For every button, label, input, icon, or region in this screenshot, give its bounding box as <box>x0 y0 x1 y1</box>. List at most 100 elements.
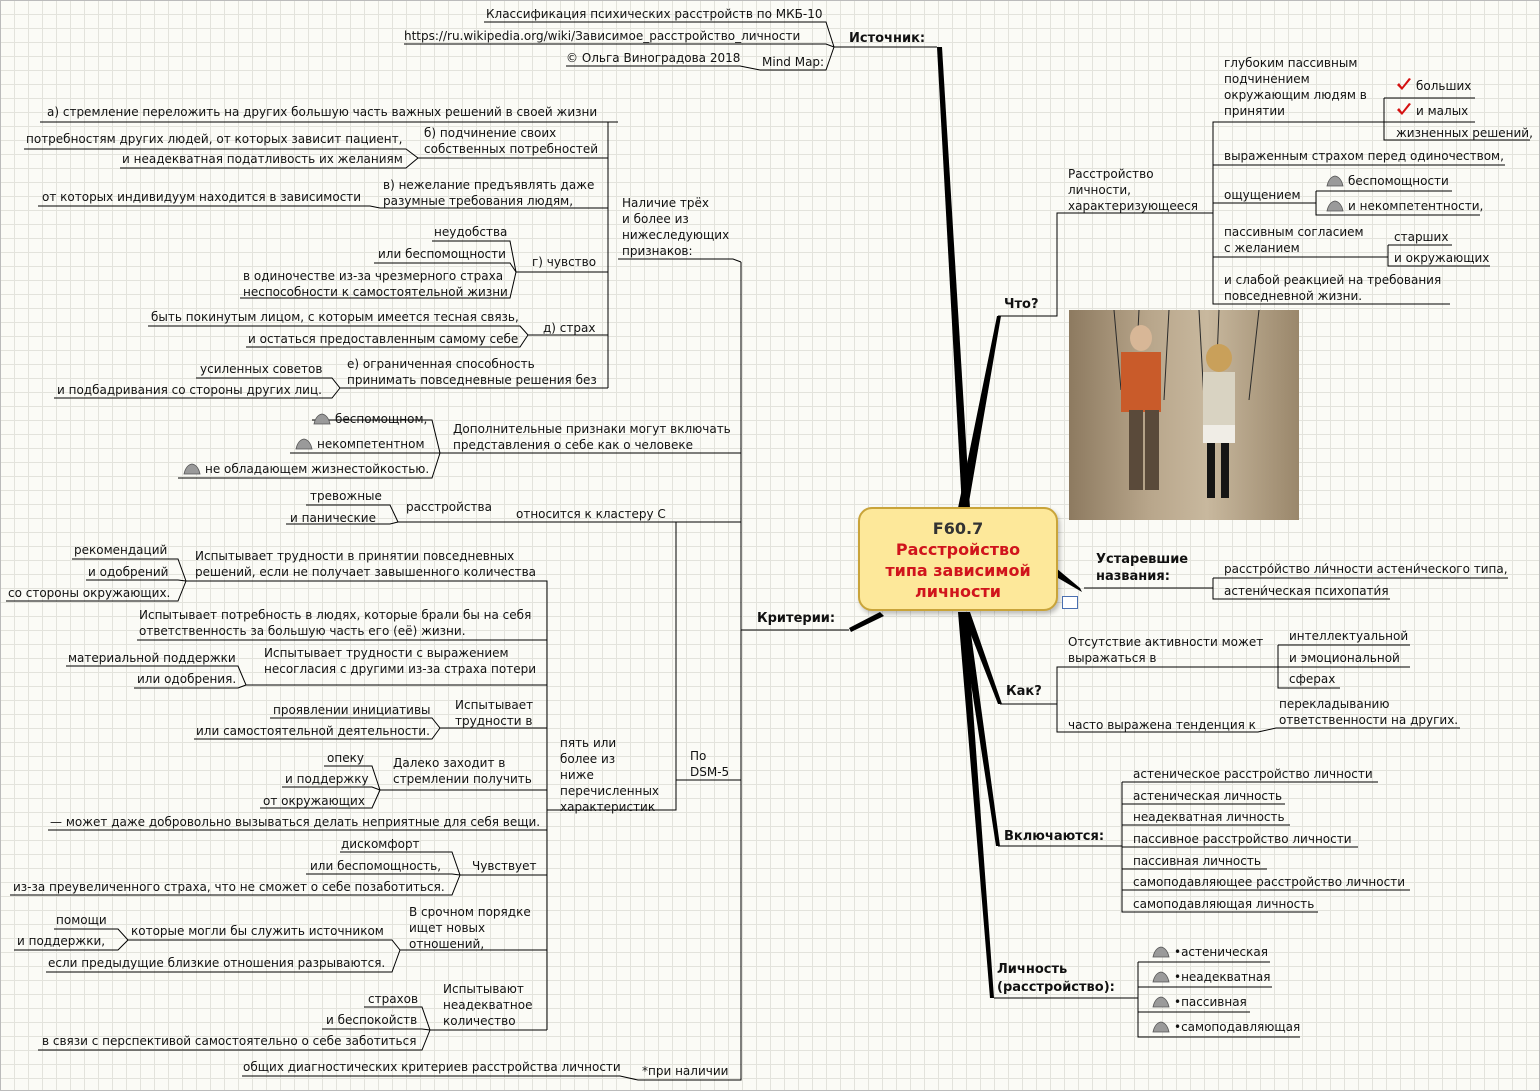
central-topic[interactable]: F60.7 Расстройство типа зависимой личнос… <box>858 507 1058 611</box>
source-item-author[interactable]: © Ольга Виноградова 2018 <box>566 51 741 65</box>
criteria-c6-sub1[interactable]: дискомфорт <box>341 837 420 851</box>
what-def-line1[interactable]: Расстройство <box>1068 167 1154 181</box>
criteria-c7-line3[interactable]: отношений, <box>409 937 485 951</box>
criteria-c5-line2[interactable]: стремлении получить <box>393 772 532 786</box>
criteria-five-line2[interactable]: более из <box>560 752 616 766</box>
criteria-c2-line2[interactable]: ответственность за большую часть его (её… <box>139 624 466 638</box>
what-sub1-line1[interactable]: глубоким пассивным <box>1224 56 1358 70</box>
criteria-c8-line3[interactable]: количество <box>443 1014 516 1028</box>
includes-item-6[interactable]: самоподавляющее расстройство личности <box>1133 875 1405 889</box>
criteria-c1-sub3[interactable]: со стороны окружающих. <box>8 586 171 600</box>
what-feeling[interactable]: ощущением <box>1224 188 1301 202</box>
criteria-c3-line2[interactable]: несогласия с другими из-за страха потери <box>264 662 536 676</box>
includes-item-5[interactable]: пассивная личность <box>1133 854 1261 868</box>
obsolete-item-2[interactable]: астени́ческая психопати́я <box>1224 584 1389 598</box>
what-def-line3[interactable]: характеризующееся <box>1068 199 1198 213</box>
criteria-c8-line2[interactable]: неадекватное <box>443 998 533 1012</box>
what-life[interactable]: жизненных решений, <box>1396 126 1533 140</box>
what-weak-line2[interactable]: повседневной жизни. <box>1224 289 1363 303</box>
criteria-c4-line2[interactable]: трудности в <box>455 714 533 728</box>
criteria-c8-line1[interactable]: Испытывают <box>443 982 524 996</box>
criteria-b-line1[interactable]: б) подчинение своих <box>424 126 557 140</box>
criteria-d[interactable]: д) страх <box>543 321 596 335</box>
criteria-v-sub[interactable]: от которых индивидуум находится в зависи… <box>42 190 362 204</box>
criteria-five-line3[interactable]: ниже <box>560 768 594 782</box>
criteria-three-line2[interactable]: и более из <box>622 212 689 226</box>
criteria-disorders[interactable]: расстройства <box>406 500 492 514</box>
criteria-cluster[interactable]: относится к кластеру С <box>516 507 666 521</box>
criteria-c3-line1[interactable]: Испытывает трудности с выражением <box>264 646 509 660</box>
criteria-c7-mid[interactable]: которые могли бы служить источником <box>131 924 384 938</box>
criteria-c6-sub3[interactable]: из-за преувеличенного страха, что не смо… <box>13 880 445 894</box>
criteria-v-line1[interactable]: в) нежелание предъявлять даже <box>383 178 595 192</box>
what-big[interactable]: больших <box>1396 78 1471 96</box>
criteria-five-line5[interactable]: характеристик <box>560 800 656 814</box>
criteria-c3-sub2[interactable]: или одобрения. <box>137 672 237 686</box>
link-icon[interactable] <box>1062 596 1078 609</box>
criteria-panic[interactable]: и панические <box>290 511 376 525</box>
criteria-c4-sub2[interactable]: или самостоятельной деятельности. <box>196 724 430 738</box>
criteria-c7-sub1[interactable]: помощи <box>56 913 107 927</box>
source-label[interactable]: Источник: <box>849 31 926 46</box>
what-agree-line1[interactable]: пассивным согласием <box>1224 225 1364 239</box>
how-lack-line1[interactable]: Отсутствие активности может <box>1068 635 1264 649</box>
criteria-v-line2[interactable]: разумные требования людям, <box>383 194 574 208</box>
criteria-g-sub3-line1[interactable]: в одиночестве из-за чрезмерного страха <box>243 269 504 283</box>
criteria-e-sub2[interactable]: и подбадривания со стороны других лиц. <box>57 383 322 397</box>
how-shift-line2[interactable]: ответственности на других. <box>1279 713 1459 727</box>
criteria-d-sub1[interactable]: быть покинутым лицом, с которым имеется … <box>151 310 519 324</box>
source-item-wikipedia[interactable]: https://ru.wikipedia.org/wiki/Зависимое_… <box>404 29 801 43</box>
criteria-c5-line1[interactable]: Далеко заходит в <box>393 756 506 770</box>
how-sphere-spheres[interactable]: сферах <box>1289 672 1336 686</box>
criteria-extra-line2[interactable]: представления о себе как о человеке <box>453 438 694 452</box>
criteria-g[interactable]: г) чувство <box>532 255 597 269</box>
criteria-c1-line1[interactable]: Испытывает трудности в принятии повседне… <box>195 549 515 563</box>
criteria-g-sub2[interactable]: или беспомощности <box>378 247 506 261</box>
criteria-b-sub1[interactable]: потребностям других людей, от которых за… <box>26 132 403 146</box>
what-others[interactable]: и окружающих <box>1394 251 1490 265</box>
criteria-c5-tail[interactable]: — может даже добровольно вызываться дела… <box>50 815 541 829</box>
criteria-c6[interactable]: Чувствует <box>472 859 537 873</box>
includes-item-3[interactable]: неадекватная личность <box>1133 810 1285 824</box>
criteria-e-line2[interactable]: принимать повседневные решения без <box>347 373 597 387</box>
criteria-d-sub2[interactable]: и остаться предоставленным самому себе <box>248 332 519 346</box>
criteria-c7-line1[interactable]: В срочном порядке <box>409 905 531 919</box>
what-sub1-line3[interactable]: окружающим людям в <box>1224 88 1367 102</box>
personality-item-4[interactable]: •самоподавляющая <box>1152 1019 1300 1037</box>
criteria-extra-unresilient[interactable]: не обладающем жизнестойкостью. <box>183 461 429 479</box>
personality-item-2[interactable]: •неадекватная <box>1152 969 1270 987</box>
what-label[interactable]: Что? <box>1004 297 1039 312</box>
includes-item-7[interactable]: самоподавляющая личность <box>1133 897 1315 911</box>
criteria-c1-sub1[interactable]: рекомендаций <box>74 543 168 557</box>
criteria-c6-sub2[interactable]: или беспомощность, <box>310 859 442 873</box>
criteria-b-line2[interactable]: собственных потребностей <box>424 142 598 156</box>
what-fear[interactable]: выраженным страхом перед одиночеством, <box>1224 149 1504 163</box>
criteria-three-line1[interactable]: Наличие трёх <box>622 196 710 210</box>
criteria-a[interactable]: а) стремление переложить на других больш… <box>47 105 598 119</box>
how-sphere-emotional[interactable]: и эмоциональной <box>1289 651 1400 665</box>
obsolete-label-line1[interactable]: Устаревшие <box>1096 552 1189 567</box>
criteria-c7-tail[interactable]: если предыдущие близкие отношения разрыв… <box>48 956 386 970</box>
criteria-note-sub[interactable]: общих диагностических критериев расстрой… <box>243 1060 621 1074</box>
what-small[interactable]: и малых <box>1396 103 1468 121</box>
criteria-c7-sub2[interactable]: и поддержки, <box>17 934 106 948</box>
criteria-dsm-line1[interactable]: По <box>690 749 707 763</box>
includes-item-1[interactable]: астеническое расстройство личности <box>1133 767 1373 781</box>
personality-item-3[interactable]: •пассивная <box>1152 994 1247 1012</box>
obsolete-item-1[interactable]: расстро́йство ли́чности астени́ческого т… <box>1224 562 1508 576</box>
what-sub1-line2[interactable]: подчинением <box>1224 72 1310 86</box>
criteria-c1-sub2[interactable]: и одобрений <box>88 565 169 579</box>
criteria-extra-helpless[interactable]: беспомощном, <box>313 411 427 429</box>
criteria-c3-sub1[interactable]: материальной поддержки <box>68 651 236 665</box>
criteria-dsm-line2[interactable]: DSM-5 <box>690 765 730 779</box>
how-tend[interactable]: часто выражена тенденция к <box>1068 718 1256 732</box>
criteria-extra-line1[interactable]: Дополнительные признаки могут включать <box>453 422 731 436</box>
what-incompetent[interactable]: и некомпетентности, <box>1326 198 1483 216</box>
what-def-line2[interactable]: личности, <box>1068 183 1131 197</box>
criteria-c4-sub1[interactable]: проявлении инициативы <box>273 703 431 717</box>
criteria-label[interactable]: Критерии: <box>757 611 836 626</box>
personality-item-1[interactable]: •астеническая <box>1152 944 1268 962</box>
criteria-b-sub2[interactable]: и неадекватная податливость их желаниям <box>122 152 403 166</box>
how-label[interactable]: Как? <box>1006 684 1042 699</box>
criteria-e-line1[interactable]: е) ограниченная способность <box>347 357 535 371</box>
